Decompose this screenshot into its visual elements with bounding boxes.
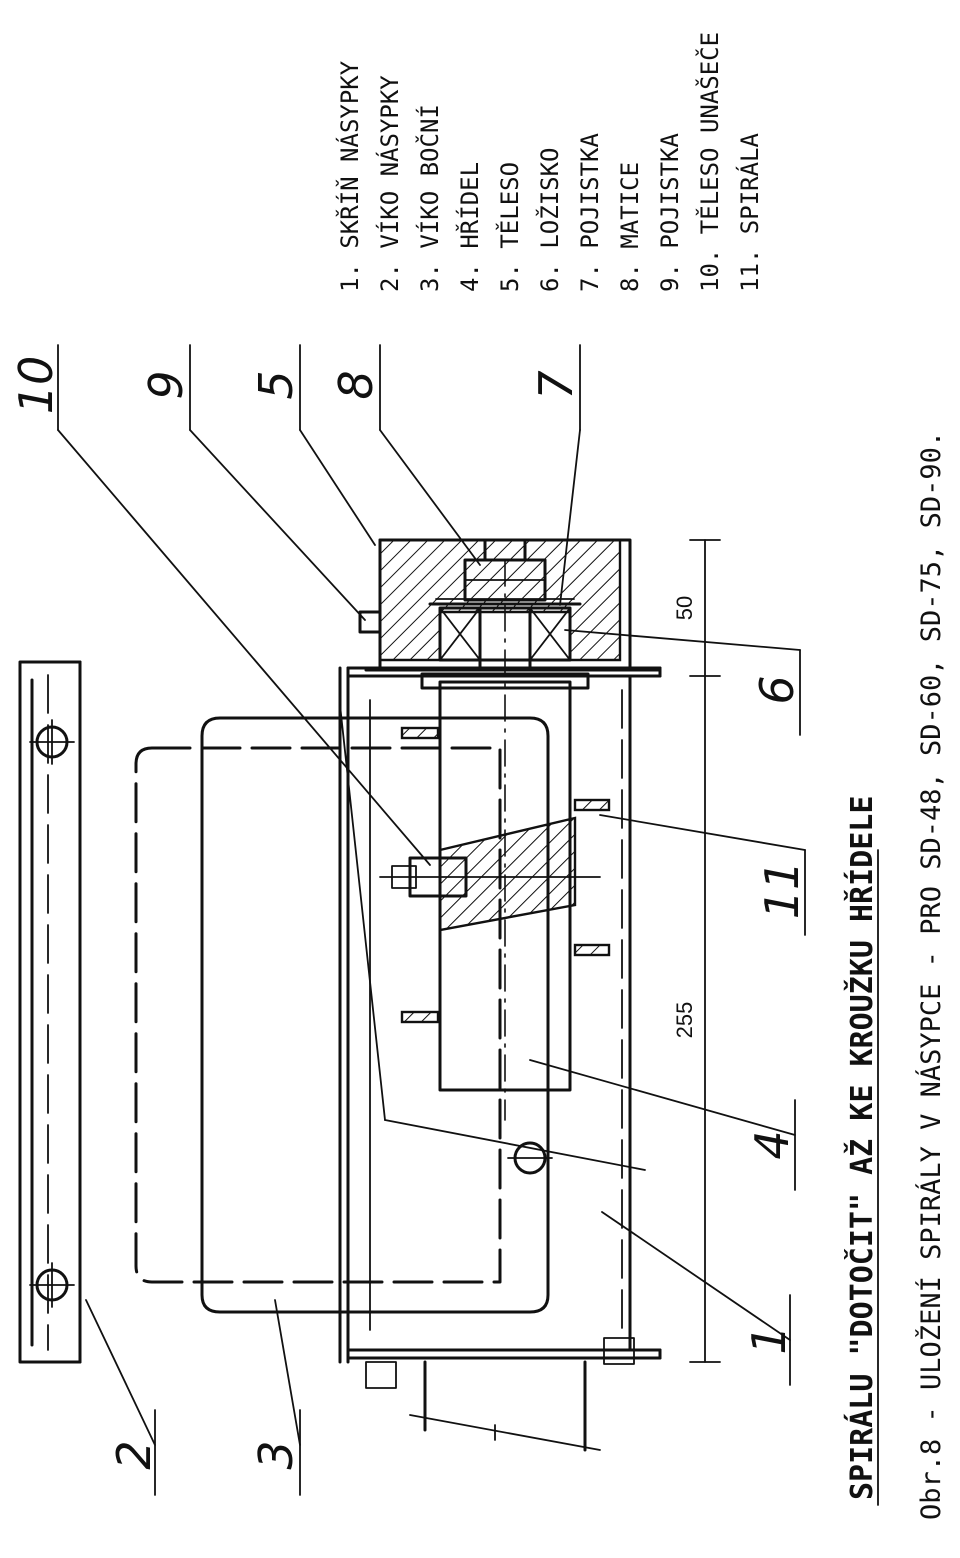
callout-2: 2	[107, 1440, 161, 1469]
parts-list-item: 9. POJISTKA	[656, 133, 684, 292]
bolt-icon	[29, 1262, 75, 1308]
callout-6: 6	[750, 675, 804, 704]
parts-list-item: 1. SKŘÍŇ NÁSYPKY	[335, 60, 364, 292]
hopper-cover	[18, 660, 82, 1364]
bolt-icon	[29, 719, 75, 765]
assembly-note: SPIRÁLU "DOTOČIT" AŽ KE KROUŽKU HŘÍDELE	[843, 796, 880, 1500]
dimension-50: 50	[672, 596, 697, 620]
parts-list-item: 3. VÍKO BOČNÍ	[414, 104, 444, 292]
callout-10: 10	[9, 356, 63, 415]
bearing	[438, 606, 572, 672]
callout-8: 8	[329, 370, 383, 399]
parts-list: 1. SKŘÍŇ NÁSYPKY 2. VÍKO NÁSYPKY 3. VÍKO…	[335, 32, 764, 292]
callout-7: 7	[529, 370, 583, 399]
callout-9: 9	[139, 370, 193, 399]
parts-list-item: 7. POJISTKA	[576, 133, 604, 292]
driver-body	[379, 816, 601, 932]
parts-list-item: 8. MATICE	[616, 162, 644, 292]
parts-list-item: 2. VÍKO NÁSYPKY	[375, 75, 404, 292]
figure-caption: Obr.8 - ULOŽENÍ SPIRÁLY V NÁSYPCE - PRO …	[915, 431, 947, 1520]
parts-list-item: 4. HŘÍDEL	[455, 162, 484, 292]
bolt-icon	[507, 1141, 553, 1175]
nut	[463, 538, 547, 602]
outlet-pipe	[409, 1360, 601, 1452]
leader-lines	[57, 344, 806, 1496]
parts-list-item: 6. LOŽISKO	[535, 148, 564, 293]
spiral	[400, 726, 611, 1024]
dimension-lines	[689, 539, 721, 1363]
callout-3: 3	[249, 1440, 303, 1469]
dimension-255: 255	[672, 1002, 697, 1039]
parts-list-item: 11. SPIRÁLA	[735, 133, 764, 292]
side-cover	[134, 716, 550, 1314]
parts-list-item: 10. TĚLESO UNAŠEČE	[694, 32, 724, 292]
callout-11: 11	[755, 861, 809, 920]
callout-5: 5	[249, 370, 303, 399]
callout-1: 1	[742, 1325, 796, 1354]
parts-list-item: 5. TĚLESO	[495, 162, 524, 292]
callout-4: 4	[745, 1130, 799, 1159]
